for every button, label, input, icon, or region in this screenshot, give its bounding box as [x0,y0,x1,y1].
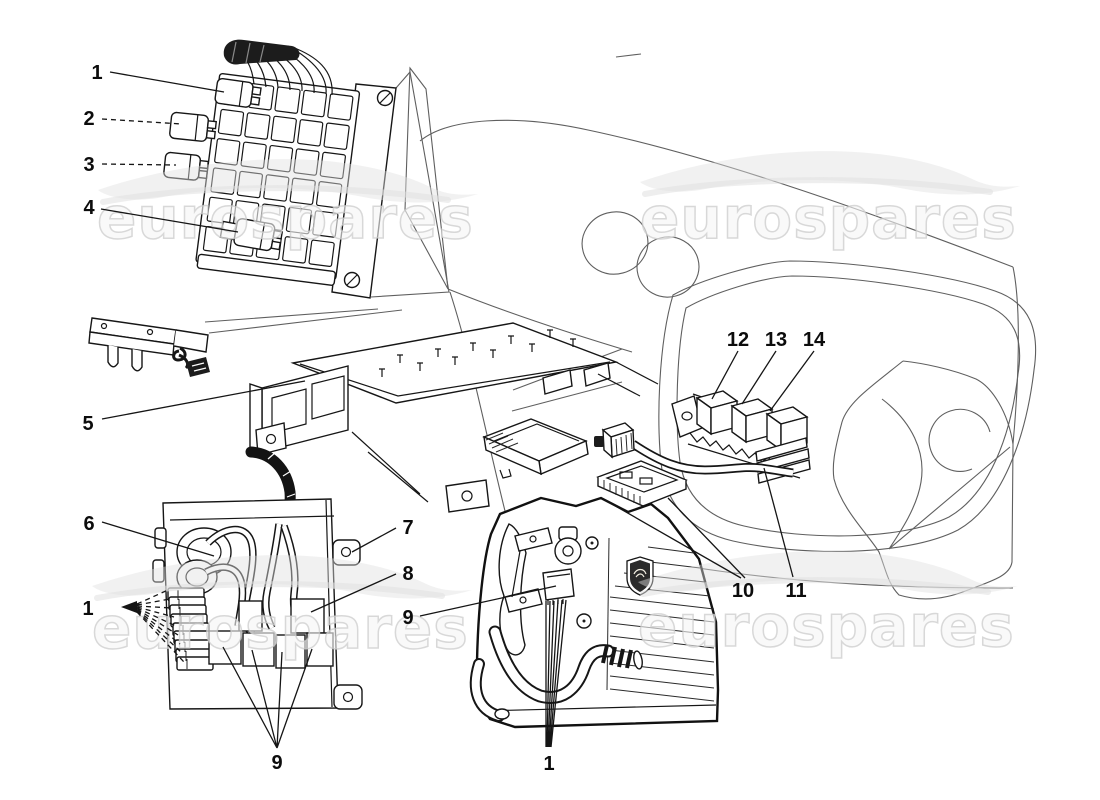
callout-1-bottom: 1 [543,753,554,775]
callout-3: 3 [83,154,94,176]
callout-2: 2 [83,108,94,130]
callout-9-right: 9 [402,607,413,629]
pigtail-wire [172,346,190,370]
tray-mount-foot [445,479,490,513]
fuse-4 [219,218,284,252]
coil-wires-to-1 [545,599,567,748]
ecu-box-drawing [482,418,589,479]
callout-13: 13 [765,329,787,351]
mounting-tab [333,684,363,710]
screw-icon [343,271,361,289]
coolant-hoses [469,625,643,722]
side-vent-pod-outline [832,360,1014,600]
cable-sleeve [223,39,300,65]
tray-foot-tab [542,369,573,395]
fuse-stack [167,587,214,671]
relay-box-drawing [152,446,363,710]
callout-12: 12 [727,329,749,351]
callout-1-top: 1 [91,62,102,84]
watermark-layer: eurospares eurospares eurospares eurospa… [92,151,1020,663]
inner-fuse-holder [238,600,263,632]
watermark-text: eurospares [97,184,474,252]
screw-icon [376,89,394,107]
watermark-text: eurospares [640,184,1017,252]
callout-9-bottom: 9 [271,752,282,774]
connector-plug [594,422,635,459]
watermark-text: eurospares [92,594,469,662]
callout-14: 14 [803,329,826,351]
fuse-stack-fan [121,589,185,663]
callout-1-mid: 1 [82,598,93,620]
tray-foot-tab [583,362,611,387]
leader-lines [100,71,815,749]
relay-12 [695,390,739,436]
instrument-gauge-circles [581,211,700,298]
ignition-coil [542,568,575,605]
fuse-2 [169,111,218,142]
engine-drawing [469,496,720,729]
callout-8: 8 [402,563,413,585]
bottom-relays [208,630,334,669]
callout-5: 5 [82,413,93,435]
lamborghini-shield-logo [626,556,654,596]
callout-4: 4 [83,197,95,219]
callout-labels: 1 2 3 4 5 6 1 7 8 9 9 1 10 11 12 13 14 [82,62,826,775]
relay-fan [222,646,313,749]
callout-7: 7 [402,517,413,539]
pigtail-connector [186,357,210,377]
relay-13 [730,398,774,444]
pigtail-bracket-drawing [88,317,210,377]
fuse-1 [214,77,262,108]
connector-cable-drawing [594,422,794,478]
callout-6: 6 [83,513,94,535]
mounting-tray-drawing [249,322,659,513]
distributor-cap [554,526,582,565]
callout-11: 11 [785,580,806,602]
flat-module-drawing [596,460,688,507]
watermark-text: eurospares [638,592,1015,660]
tray-studs [379,329,576,377]
callout-10: 10 [732,580,754,602]
